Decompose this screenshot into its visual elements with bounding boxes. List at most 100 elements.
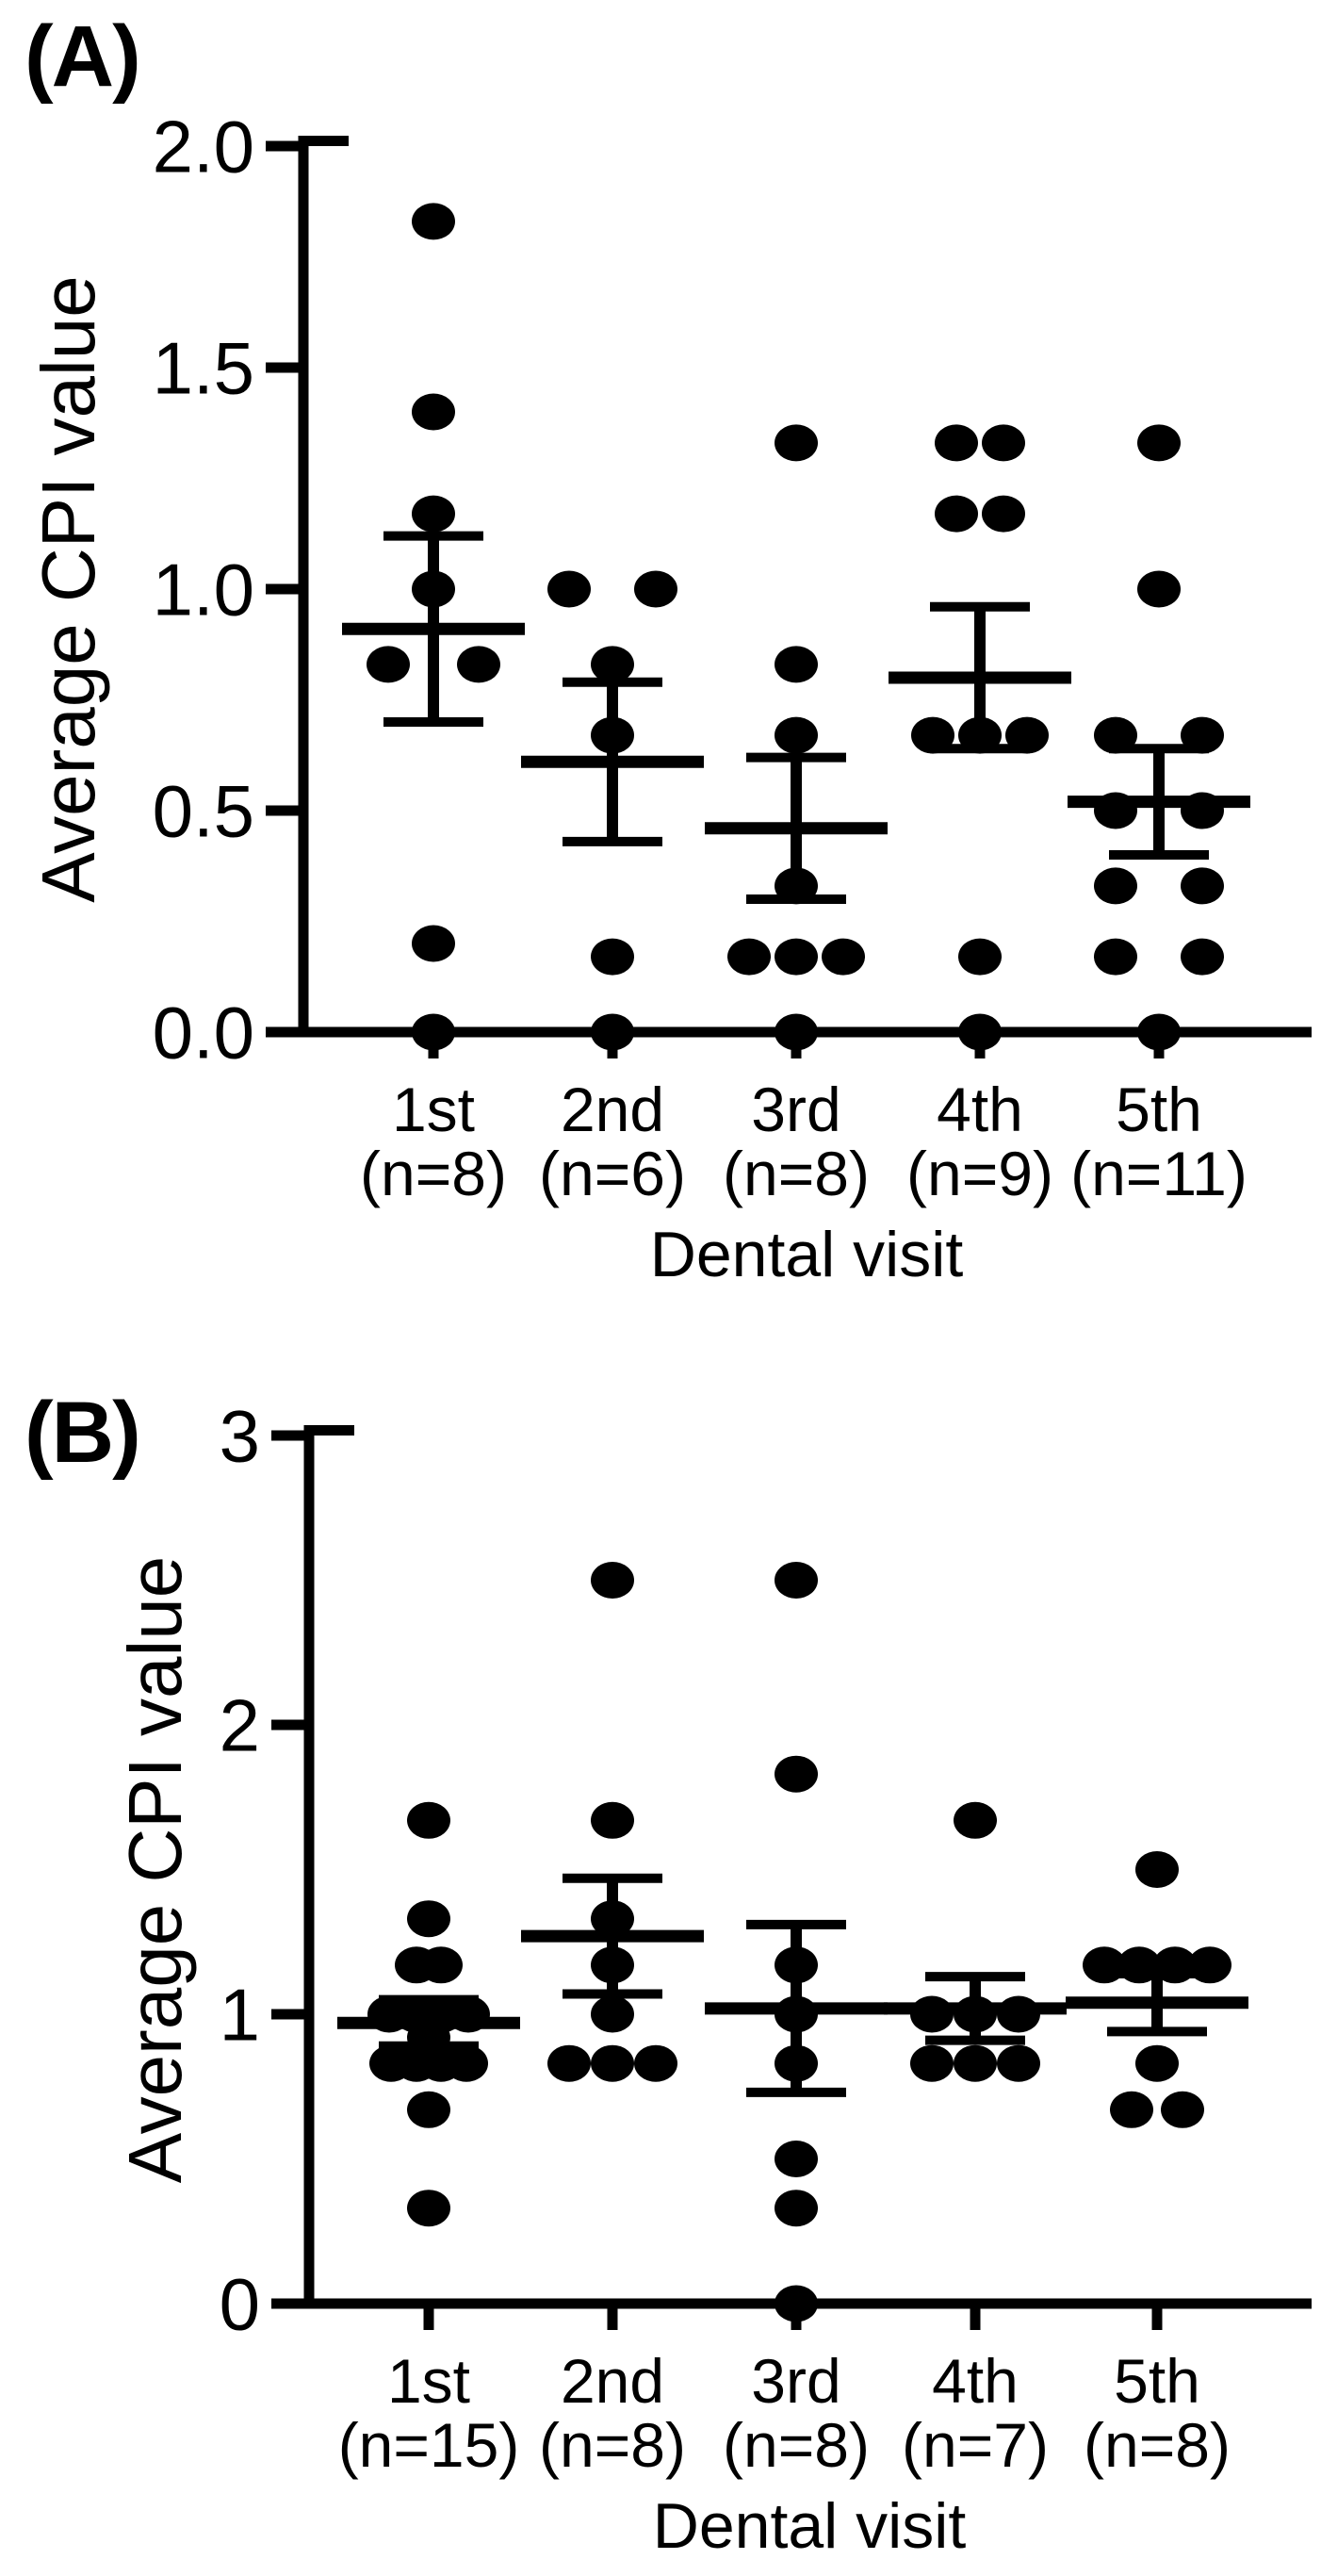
data-point: [911, 716, 954, 754]
category-label: 2nd: [561, 2346, 664, 2416]
data-point: [407, 2190, 450, 2227]
category-label: 4th: [932, 2346, 1019, 2416]
data-point: [1188, 1946, 1231, 1984]
data-point: [910, 1995, 954, 2033]
data-point: [412, 570, 455, 608]
y-tick-label: 2.0: [153, 105, 254, 188]
category-label: 2nd: [561, 1075, 664, 1144]
data-point: [419, 1946, 463, 1984]
data-point: [412, 393, 455, 431]
category-label: 4th: [937, 1075, 1023, 1144]
category-n-label: (n=9): [906, 1139, 1053, 1208]
data-point: [910, 2044, 954, 2082]
data-point: [775, 1013, 818, 1051]
y-tick-label: 2: [220, 1683, 260, 1766]
category-label: 1st: [392, 1075, 475, 1144]
data-point: [935, 495, 978, 533]
data-point: [775, 867, 818, 905]
y-tick-label: 0.5: [153, 769, 254, 852]
data-point: [591, 1801, 634, 1839]
data-point: [775, 2044, 818, 2082]
y-axis-title: Average CPI value: [113, 1556, 197, 2184]
data-point: [958, 716, 1002, 754]
category-n-label: (n=6): [539, 1139, 686, 1208]
data-point: [591, 716, 634, 754]
data-point: [1094, 938, 1137, 976]
category-label: 3rd: [751, 2346, 840, 2416]
data-point: [775, 1946, 818, 1984]
group-5th: [1068, 424, 1250, 1051]
data-point: [1094, 716, 1137, 754]
data-point: [591, 1562, 634, 1599]
data-point: [412, 203, 455, 240]
data-point: [412, 495, 455, 533]
category-label: 5th: [1114, 2346, 1200, 2416]
panel-a: 0.00.51.01.52.01st(n=8)2nd(n=6)3rd(n=8)4…: [26, 105, 1312, 1290]
category-n-label: (n=15): [338, 2410, 520, 2480]
data-point: [775, 938, 818, 976]
data-point: [775, 2285, 818, 2322]
data-point: [591, 2044, 634, 2082]
data-point: [412, 1013, 455, 1051]
y-tick-label: 0.0: [153, 991, 254, 1074]
y-axis-title: Average CPI value: [26, 275, 110, 903]
data-point: [1005, 716, 1049, 754]
group-4th: [884, 1801, 1067, 2082]
y-tick-label: 1.0: [153, 548, 254, 631]
data-point: [457, 646, 500, 683]
data-point: [775, 2190, 818, 2227]
category-n-label: (n=7): [902, 2410, 1049, 2480]
data-point: [1094, 867, 1137, 905]
data-point: [1181, 938, 1224, 976]
data-point: [591, 1995, 634, 2033]
data-point: [954, 1801, 997, 1839]
category-n-label: (n=8): [360, 1139, 507, 1208]
group-5th: [1066, 1851, 1248, 2128]
group-2nd: [521, 1562, 704, 2082]
category-n-label: (n=8): [1084, 2410, 1231, 2480]
data-point: [958, 1013, 1002, 1051]
data-point: [445, 2044, 488, 2082]
data-point: [1161, 2091, 1204, 2128]
data-point: [1135, 1851, 1179, 1888]
data-point: [1110, 2091, 1153, 2128]
x-axis-title: Dental visit: [653, 2490, 967, 2562]
data-point: [591, 1946, 634, 1984]
data-point: [1181, 792, 1224, 829]
data-point: [997, 1995, 1040, 2033]
group-1st: [337, 1801, 520, 2227]
data-point: [1181, 716, 1224, 754]
data-point: [982, 424, 1025, 462]
group-3rd: [705, 424, 888, 1051]
category-n-label: (n=8): [539, 2410, 686, 2480]
data-point: [412, 925, 455, 962]
data-point: [775, 646, 818, 683]
y-tick-label: 3: [220, 1394, 260, 1477]
data-point: [547, 570, 591, 608]
data-point: [1137, 424, 1181, 462]
group-2nd: [521, 570, 704, 1051]
category-label: 3rd: [751, 1075, 840, 1144]
data-point: [407, 2091, 450, 2128]
data-point: [547, 2044, 591, 2082]
data-point: [775, 1755, 818, 1793]
panel-b: 01231st(n=15)2nd(n=8)3rd(n=8)4th(n=7)5th…: [113, 1394, 1312, 2562]
data-point: [1083, 1946, 1126, 1984]
data-point: [727, 938, 771, 976]
data-point: [407, 1900, 450, 1938]
data-point: [591, 646, 634, 683]
data-point: [1137, 570, 1181, 608]
y-tick-label: 0: [220, 2262, 260, 2345]
data-point: [775, 1995, 818, 2033]
panel-b-label: (B): [24, 1385, 141, 1481]
data-point: [822, 938, 865, 976]
data-point: [447, 1995, 490, 2033]
y-tick-label: 1: [220, 1973, 260, 2056]
group-1st: [342, 203, 525, 1051]
category-label: 5th: [1116, 1075, 1202, 1144]
data-point: [367, 646, 410, 683]
data-point: [997, 2044, 1040, 2082]
data-point: [1153, 1946, 1197, 1984]
